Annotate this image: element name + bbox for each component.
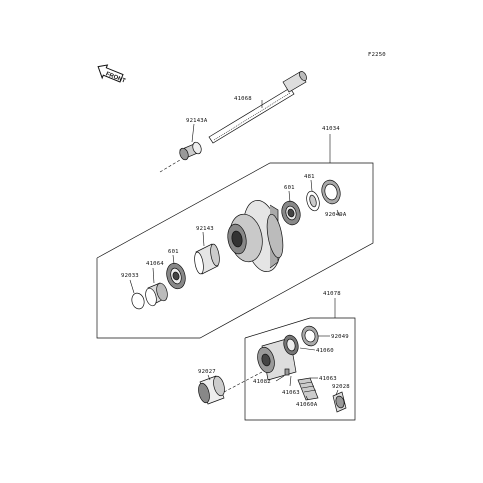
label-collar-92027: 92027 <box>198 369 216 375</box>
label-pin-41082: 41082 <box>253 379 271 385</box>
label-bearing-right: 601 <box>284 185 295 191</box>
label-bearing-41060: 41060 <box>316 348 334 354</box>
collar-part <box>194 243 220 275</box>
label-circlip: 92033 <box>121 273 139 279</box>
label-seal-a: 92049A <box>325 212 347 218</box>
pin-41060a-part <box>297 377 319 401</box>
hub-part <box>227 200 284 272</box>
label-drum-assembly: 41078 <box>323 291 341 297</box>
collar-92027-part <box>198 375 225 405</box>
seal-a-part <box>321 179 341 205</box>
label-spacer: 41064 <box>146 261 164 267</box>
seal-92049-part <box>301 325 319 347</box>
drum-assembly-frame <box>244 317 356 421</box>
label-pin-41060a: 41060A <box>296 402 318 408</box>
label-cap: 481 <box>304 174 315 180</box>
label-collar: 92143 <box>196 226 214 232</box>
label-seal-92049: 92049 <box>331 334 349 340</box>
diagram-code: F2250 <box>368 52 386 58</box>
stud-upper-part <box>284 368 290 376</box>
label-collar-a: 92143A <box>186 118 208 124</box>
label-stud-lower: 41063 <box>282 390 300 396</box>
hub-assembly-frame <box>96 162 374 339</box>
label-spring: 92028 <box>332 384 350 390</box>
collar-a-part <box>179 141 202 161</box>
spacer-part <box>145 282 168 307</box>
circlip-part <box>131 292 145 310</box>
axle-part <box>208 71 307 144</box>
label-bearing-left: 601 <box>168 249 179 255</box>
bearing-left-part <box>166 262 186 290</box>
label-stud-upper: 41063 <box>319 376 337 382</box>
cap-part <box>306 190 320 212</box>
label-axle: 41068 <box>234 96 252 102</box>
bearing-right-part <box>281 200 301 226</box>
spring-part <box>332 391 347 413</box>
front-arrow-icon: FRONT <box>97 64 126 85</box>
bearing-41060-part <box>283 334 299 356</box>
label-hub-assembly: 41034 <box>322 126 340 132</box>
